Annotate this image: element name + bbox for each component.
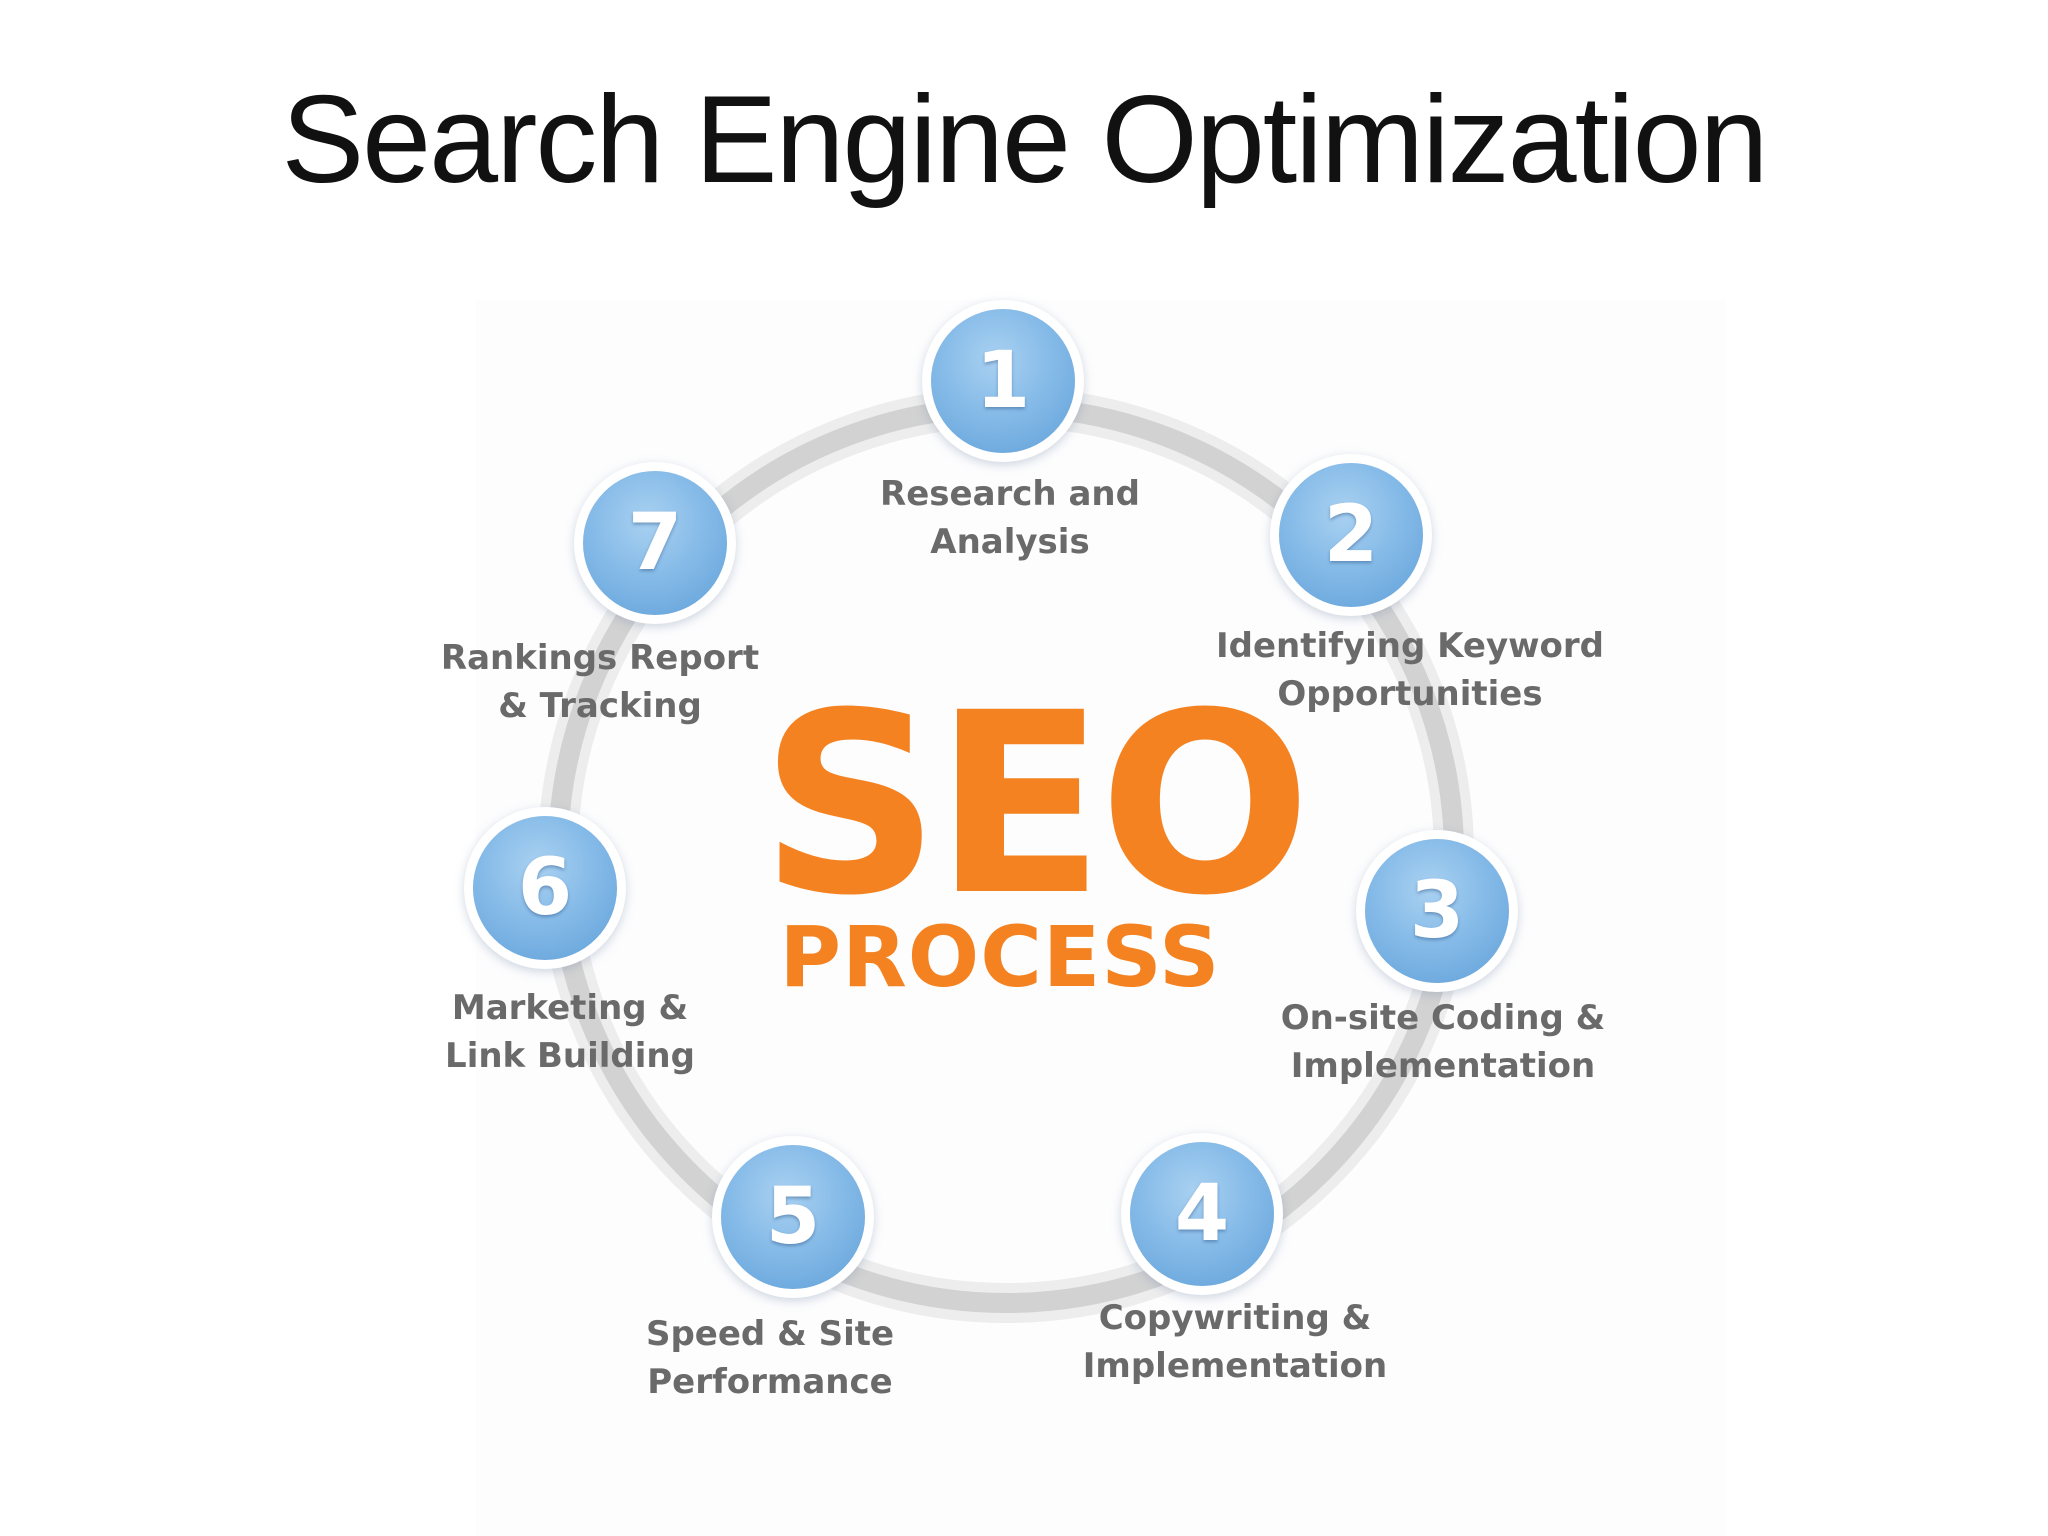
step-3-label-line-2: Implementation <box>1290 1046 1596 1086</box>
step-1-label-line-1: Research and <box>880 474 1140 514</box>
step-1-label-line-2: Analysis <box>930 522 1090 562</box>
step-1-badge: 1 <box>931 309 1075 453</box>
step-3-label: On-site Coding & Implementation <box>1268 994 1618 1090</box>
step-7-badge: 7 <box>583 471 727 615</box>
step-6-label-line-2: Link Building <box>445 1036 695 1076</box>
step-1-label: Research and Analysis <box>850 470 1170 566</box>
step-5-label-line-1: Speed & Site <box>645 1314 895 1354</box>
step-2-badge: 2 <box>1279 463 1423 607</box>
step-6-label-line-1: Marketing & <box>451 988 689 1028</box>
step-3-badge: 3 <box>1365 839 1509 983</box>
step-7-label-line-1: Rankings Report <box>440 638 760 678</box>
step-7-label: Rankings Report & Tracking <box>430 634 770 730</box>
step-6-label: Marketing & Link Building <box>420 984 720 1080</box>
process-subheading: PROCESS <box>779 908 1221 1006</box>
step-6-badge: 6 <box>473 816 617 960</box>
step-4-label-line-2: Implementation <box>1082 1346 1388 1386</box>
step-5-badge: 5 <box>721 1145 865 1289</box>
step-4-label: Copywriting & Implementation <box>1070 1294 1400 1390</box>
step-4-label-line-1: Copywriting & <box>1098 1298 1372 1338</box>
seo-heading: SEO <box>760 659 1311 950</box>
step-5-label: Speed & Site Performance <box>620 1310 920 1406</box>
step-5-label-line-2: Performance <box>647 1362 893 1402</box>
slide-title: Search Engine Optimization <box>281 71 1768 209</box>
step-4-badge: 4 <box>1130 1142 1274 1286</box>
step-2-label-line-1: Identifying Keyword <box>1216 626 1604 666</box>
step-2-label: Identifying Keyword Opportunities <box>1200 622 1620 718</box>
step-3-label-line-1: On-site Coding & <box>1280 998 1606 1038</box>
step-2-label-line-2: Opportunities <box>1277 674 1543 714</box>
step-7-label-line-2: & Tracking <box>498 686 702 726</box>
